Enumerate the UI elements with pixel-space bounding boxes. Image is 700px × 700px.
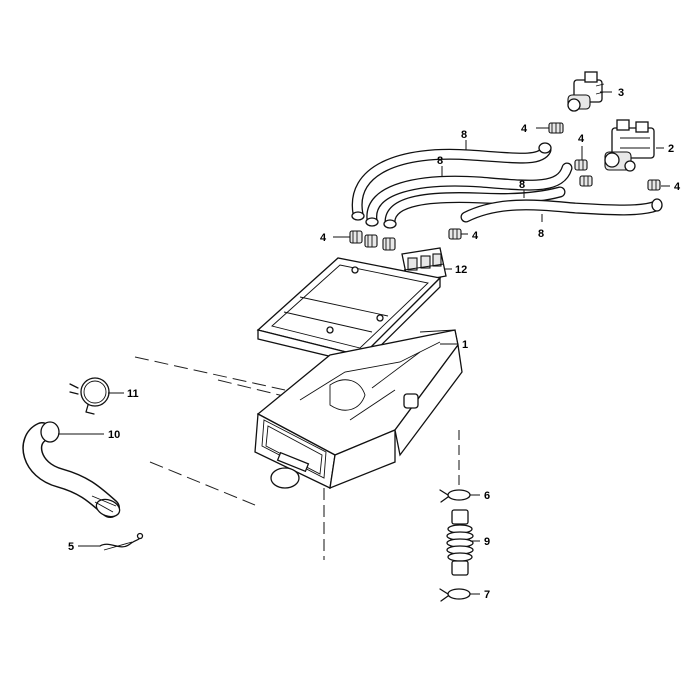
inlet-valve-single bbox=[567, 71, 605, 112]
callout-5: 5 bbox=[68, 541, 74, 553]
callout-4-center: 4 bbox=[472, 230, 479, 242]
clamp-f bbox=[349, 230, 363, 244]
callout-7: 7 bbox=[484, 589, 490, 601]
drain-hose bbox=[22, 421, 121, 518]
leader-lines bbox=[58, 91, 670, 595]
callout-8-bottom: 8 bbox=[538, 228, 544, 240]
clamp-d bbox=[647, 179, 661, 191]
callout-8-right: 8 bbox=[519, 179, 525, 191]
callout-4-top: 4 bbox=[521, 123, 528, 135]
clamp-b bbox=[574, 159, 588, 171]
clamp-e bbox=[448, 228, 462, 240]
callout-4-left: 4 bbox=[320, 232, 327, 244]
clamp-ring bbox=[69, 377, 110, 415]
spring-clip bbox=[99, 532, 144, 551]
callout-labels: 1 2 3 4 4 4 4 4 5 6 7 8 8 8 8 9 10 11 12 bbox=[68, 87, 681, 601]
callout-4-mid: 4 bbox=[578, 133, 585, 145]
callout-3: 3 bbox=[618, 87, 624, 99]
callout-4-right: 4 bbox=[674, 181, 681, 193]
dispenser-housing bbox=[254, 329, 463, 490]
clamp-h bbox=[382, 237, 396, 251]
clamp-small-bottom bbox=[439, 588, 471, 602]
inlet-valve-double bbox=[604, 119, 655, 172]
callout-12: 12 bbox=[455, 264, 467, 276]
callout-8-top: 8 bbox=[461, 129, 467, 141]
inlet-hoses bbox=[351, 142, 663, 229]
clamp-small-top bbox=[439, 489, 471, 503]
callout-9: 9 bbox=[484, 536, 490, 548]
clamp-g bbox=[364, 234, 378, 248]
clamp-a bbox=[548, 122, 564, 134]
callout-1: 1 bbox=[462, 339, 468, 351]
clamp-c bbox=[579, 175, 593, 187]
bellows bbox=[446, 509, 474, 576]
callout-2: 2 bbox=[668, 143, 674, 155]
callout-11: 11 bbox=[127, 388, 139, 400]
callout-6: 6 bbox=[484, 490, 490, 502]
callout-10: 10 bbox=[108, 429, 120, 441]
callout-8-mid: 8 bbox=[437, 155, 443, 167]
